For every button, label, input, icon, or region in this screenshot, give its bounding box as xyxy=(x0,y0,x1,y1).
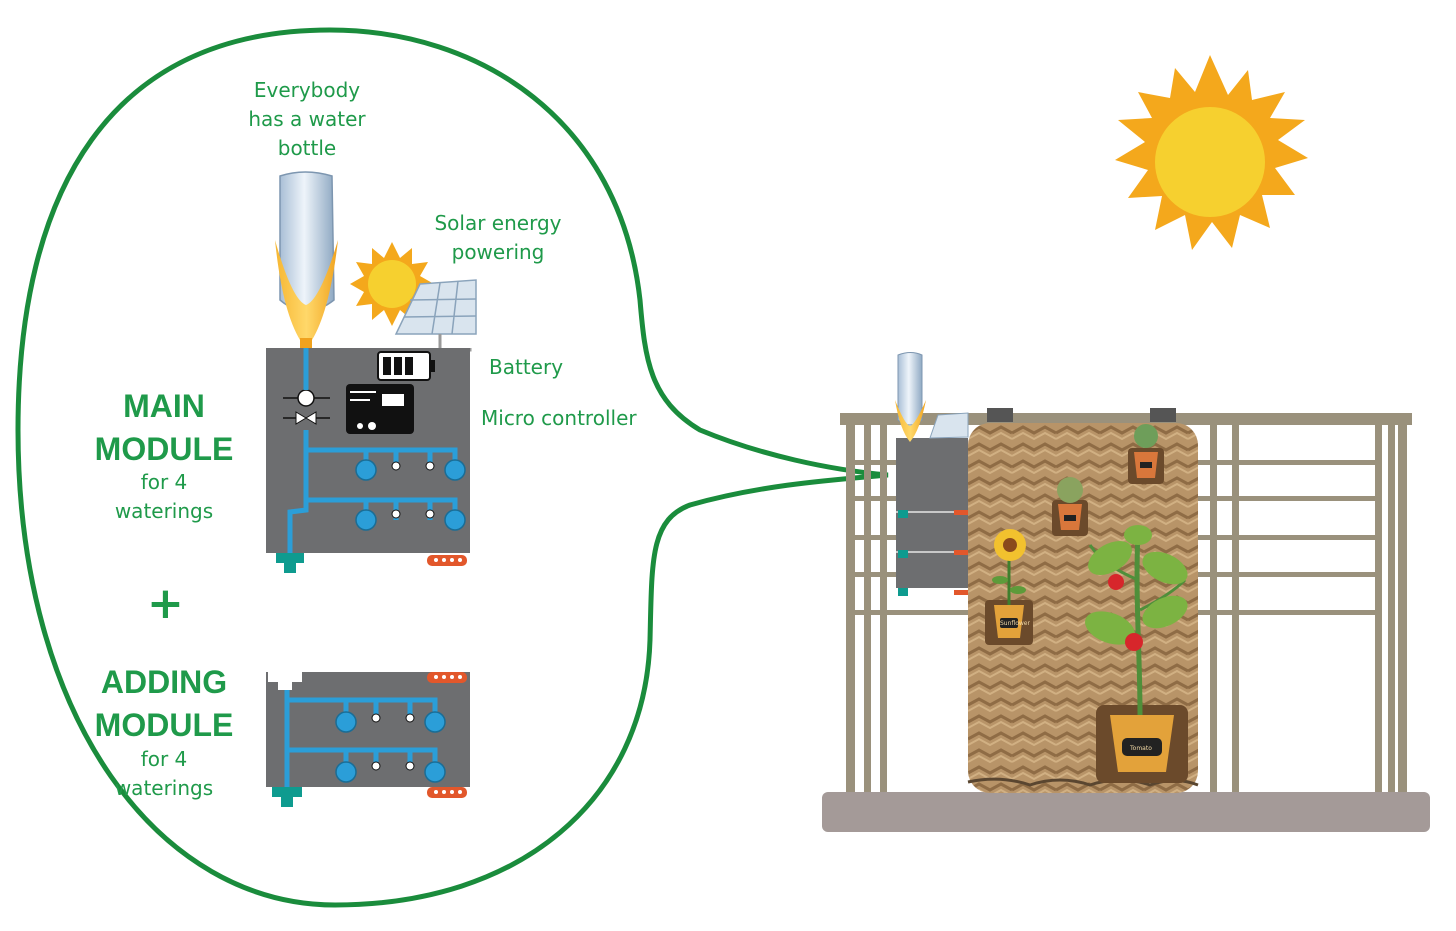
battery-icon xyxy=(377,351,435,381)
tomato-pot-label: Tomato xyxy=(1129,745,1152,752)
main-module-subtitle: for 4 waterings xyxy=(95,468,233,526)
main-module-subtitle-line-1: for 4 xyxy=(140,470,188,494)
battery-callout: Battery xyxy=(489,355,564,379)
microcontroller-callout: Micro controller xyxy=(481,406,637,430)
herb-plant-2 xyxy=(1052,477,1088,536)
motor-icon xyxy=(297,389,315,407)
tomato-plant xyxy=(1085,525,1188,783)
valve-icon xyxy=(295,411,317,425)
main-module-title-line-1: MAIN xyxy=(123,388,205,424)
solar-callout: Solar energy powering xyxy=(420,209,576,267)
solar-callout-line-1: Solar energy xyxy=(434,211,562,235)
adding-module-subtitle-line-1: for 4 xyxy=(140,747,188,771)
herb-plant-1 xyxy=(1128,424,1164,484)
adding-module-subtitle-line-2: waterings xyxy=(114,776,214,800)
main-module-graphic xyxy=(266,171,477,573)
bottle-callout-line-3: bottle xyxy=(277,136,337,160)
sunflower-plant xyxy=(985,529,1033,645)
bottle-callout-line-2: has a water xyxy=(248,107,366,131)
adding-module-title-line-2: MODULE xyxy=(94,707,234,743)
speech-bubble xyxy=(15,27,889,908)
water-bottle-icon xyxy=(275,171,338,348)
balcony-scene: Sunflower Tomato xyxy=(822,352,1430,832)
bottle-callout: Everybody has a water bottle xyxy=(222,76,392,163)
main-module-title: MAIN MODULE xyxy=(80,385,248,471)
main-module-subtitle-line-2: waterings xyxy=(114,499,214,523)
balcony-floor xyxy=(822,792,1430,832)
sunflower-pot-label: Sunflower xyxy=(1000,620,1030,627)
solar-panel-icon xyxy=(394,279,477,352)
small-sun-icon xyxy=(350,242,434,326)
plus-sign: + xyxy=(147,578,184,629)
sun-icon xyxy=(1115,55,1308,250)
adding-module-graphic xyxy=(266,672,470,807)
solar-callout-line-2: powering xyxy=(451,240,545,264)
adding-module-title: ADDING MODULE xyxy=(78,661,250,747)
adding-module-title-line-1: ADDING xyxy=(100,664,228,700)
main-module-title-line-2: MODULE xyxy=(94,431,234,467)
adding-module-subtitle: for 4 waterings xyxy=(95,745,233,803)
microcontroller-icon xyxy=(346,384,414,434)
bottle-callout-line-1: Everybody xyxy=(253,78,361,102)
